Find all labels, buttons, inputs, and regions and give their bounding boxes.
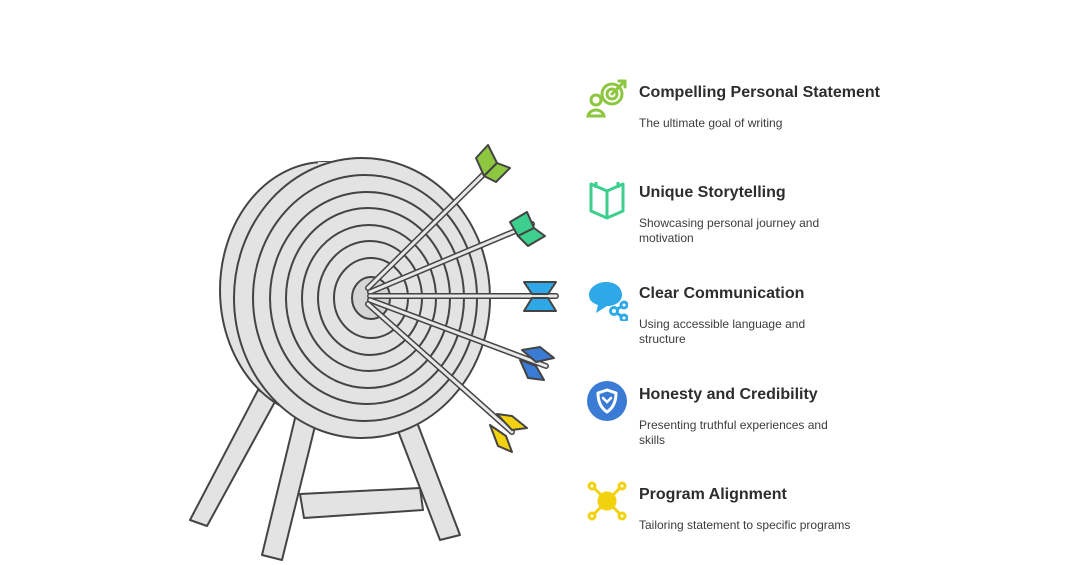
item-description: The ultimate goal of writing [639, 116, 783, 130]
chat-share-icon [589, 282, 628, 321]
arrow-green [365, 144, 511, 291]
item-description: Tailoring statement to specific programs [639, 518, 851, 532]
item-title: Unique Storytelling [639, 184, 786, 201]
open-book-icon [589, 182, 625, 220]
target-illustration [189, 144, 559, 561]
item-description: Presenting truthful experiences and skil… [639, 418, 828, 447]
arrow-navy [367, 297, 555, 381]
item-title: Clear Communication [639, 285, 805, 302]
shield-icon [587, 381, 627, 421]
item-description: Showcasing personal journey and motivati… [639, 216, 820, 245]
stand-leg-middle [261, 409, 319, 561]
arrow-teal [367, 211, 546, 295]
arrow-yellow [365, 301, 528, 453]
alignment-icon [587, 481, 627, 521]
arrow-blue [367, 281, 559, 312]
item-title: Program Alignment [639, 486, 787, 503]
stand-crossbar [299, 487, 424, 519]
stand-leg-left [189, 389, 278, 527]
item-description: Using accessible language and structure [639, 317, 806, 346]
item-title: Compelling Personal Statement [639, 84, 880, 101]
target-person-icon [586, 79, 627, 118]
item-title: Honesty and Credibility [639, 386, 818, 403]
